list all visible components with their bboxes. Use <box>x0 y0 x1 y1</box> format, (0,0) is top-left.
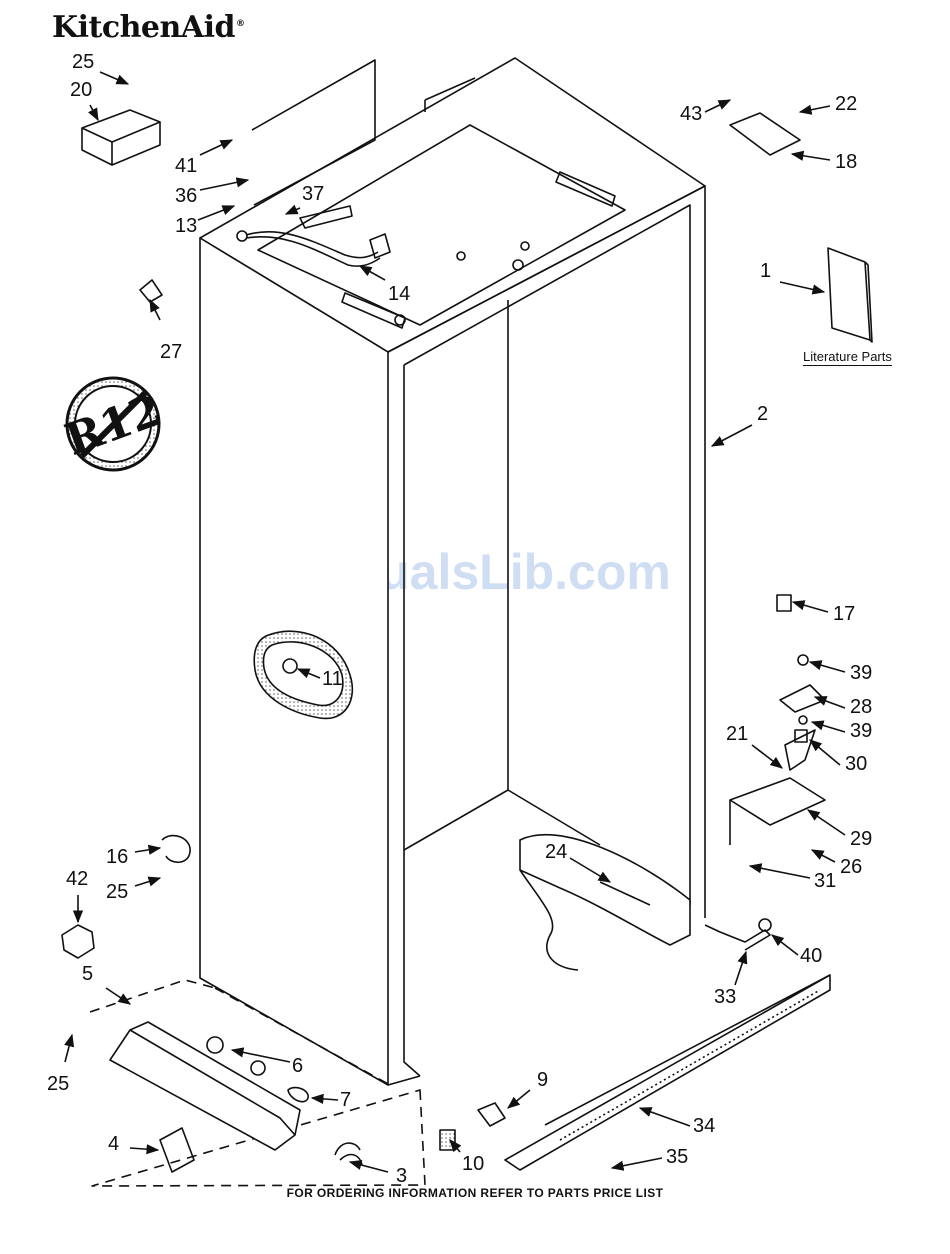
callout-arrow-41 <box>200 140 232 155</box>
callout-arrow-39 <box>810 662 845 672</box>
callout-22: 22 <box>835 93 857 115</box>
callout-33: 33 <box>714 986 736 1008</box>
callout-13: 13 <box>175 215 197 237</box>
callout-arrow-27 <box>150 300 160 320</box>
callout-39: 39 <box>850 720 872 742</box>
callout-28: 28 <box>850 696 872 718</box>
callout-39: 39 <box>850 662 872 684</box>
callout-14: 14 <box>388 283 410 305</box>
callout-arrow-39 <box>812 722 845 732</box>
callout-arrow-6 <box>232 1050 290 1062</box>
no-r12-symbol: R12 <box>59 378 168 470</box>
callout-arrow-43 <box>705 100 730 112</box>
callout-arrow-34 <box>640 1108 690 1126</box>
callout-7: 7 <box>340 1089 351 1111</box>
callout-arrow-5 <box>106 988 130 1004</box>
callout-arrow-33 <box>735 952 746 985</box>
callout-27: 27 <box>160 341 182 363</box>
callout-arrow-16 <box>135 848 160 852</box>
callout-arrow-31 <box>750 866 810 878</box>
toe-grille <box>505 975 830 1170</box>
callout-17: 17 <box>833 603 855 625</box>
callout-30: 30 <box>845 753 867 775</box>
callout-24: 24 <box>545 841 567 863</box>
callout-9: 9 <box>537 1069 548 1091</box>
callout-arrow-26 <box>812 850 835 862</box>
callout-4: 4 <box>108 1133 119 1155</box>
callout-arrow-40 <box>772 935 798 955</box>
callout-1: 1 <box>760 260 771 282</box>
callout-16: 16 <box>106 846 128 868</box>
callout-arrow-2 <box>712 425 752 446</box>
callout-11: 11 <box>322 668 343 690</box>
callout-arrow-18 <box>792 154 830 160</box>
callout-25: 25 <box>47 1073 69 1095</box>
callout-arrow-29 <box>808 810 845 835</box>
callout-18: 18 <box>835 151 857 173</box>
callout-arrow-21 <box>752 745 782 768</box>
callout-37: 37 <box>302 183 324 205</box>
callout-20: 20 <box>70 79 92 101</box>
callout-29: 29 <box>850 828 872 850</box>
callout-arrow-13 <box>198 206 234 220</box>
callout-3: 3 <box>396 1165 407 1187</box>
callout-34: 34 <box>693 1115 715 1137</box>
callout-26: 26 <box>840 856 862 878</box>
callout-arrow-7 <box>312 1098 338 1100</box>
callout-40: 40 <box>800 945 822 967</box>
callout-arrow-25 <box>135 878 160 886</box>
callout-arrow-36 <box>200 180 248 190</box>
callout-arrow-9 <box>508 1090 530 1108</box>
callout-36: 36 <box>175 185 197 207</box>
callout-25: 25 <box>72 51 94 73</box>
callout-arrow-25 <box>65 1035 72 1062</box>
callout-5: 5 <box>82 963 93 985</box>
callout-arrow-1 <box>780 282 824 292</box>
callout-25: 25 <box>106 881 128 903</box>
callout-arrow-30 <box>810 740 840 765</box>
callout-arrow-3 <box>350 1162 388 1172</box>
callout-31: 31 <box>814 870 836 892</box>
callout-43: 43 <box>680 103 702 125</box>
callout-10: 10 <box>462 1153 484 1175</box>
callout-6: 6 <box>292 1055 303 1077</box>
callout-arrow-22 <box>800 106 830 112</box>
callout-21: 21 <box>726 723 748 745</box>
callout-35: 35 <box>666 1146 688 1168</box>
callout-arrow-35 <box>612 1158 662 1168</box>
callout-41: 41 <box>175 155 197 177</box>
callout-arrow-4 <box>130 1148 158 1150</box>
callout-42: 42 <box>66 868 88 890</box>
callout-arrow-20 <box>90 105 98 120</box>
callout-2: 2 <box>757 403 768 425</box>
callout-arrow-17 <box>793 602 828 612</box>
callout-arrow-25 <box>100 72 128 84</box>
